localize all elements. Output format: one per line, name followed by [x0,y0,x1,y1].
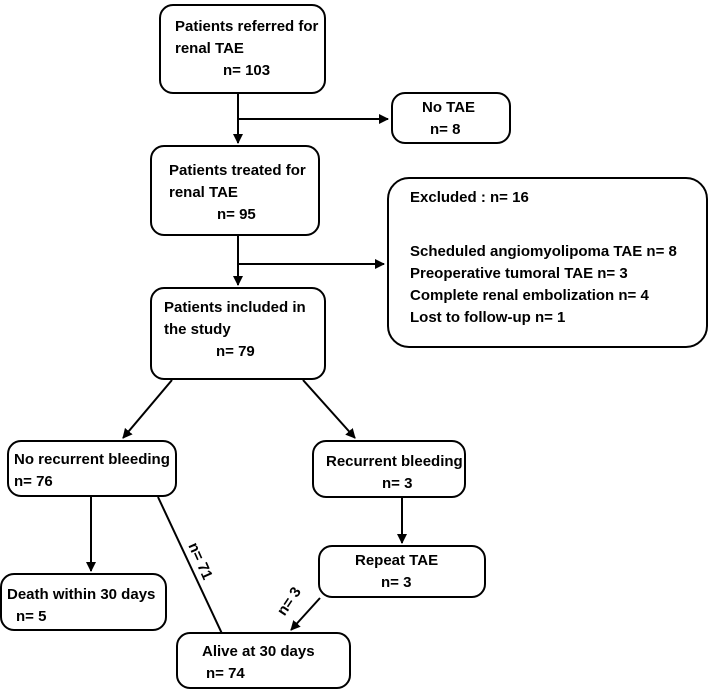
box-alive-at-30-days: Alive at 30 days n= 74 [176,632,351,689]
label: No recurrent bleeding [14,451,170,468]
box-repeat-tae: Repeat TAE n= 3 [318,545,486,598]
label: renal TAE [169,184,238,201]
edge-label-n3: n= 3 [274,584,305,619]
box-excluded: Excluded : n= 16 Scheduled angiomyolipom… [387,177,708,348]
label: Alive at 30 days [202,643,315,660]
excluded-title: Excluded : n= 16 [410,189,529,206]
label: Patients included in [164,299,306,316]
arrow-included-to-recurrent [302,379,356,439]
count: n= 8 [430,121,461,138]
count: n= 3 [382,475,413,492]
count: n= 79 [216,343,255,360]
label: renal TAE [175,40,244,57]
excluded-item: Scheduled angiomyolipoma TAE n= 8 [410,243,677,260]
excluded-item: Lost to follow-up n= 1 [410,309,566,326]
count: n= 95 [217,206,256,223]
box-no-tae: No TAE n= 8 [391,92,511,144]
arrow-no-recurrent-to-alive [157,496,233,656]
excluded-list: Scheduled angiomyolipoma TAE n= 8 Preope… [410,241,706,329]
label: Patients treated for [169,162,306,179]
excluded-item: Complete renal embolization n= 4 [410,287,649,304]
arrow-repeat-to-alive [290,597,321,631]
label: Patients referred for [175,18,319,35]
box-no-recurrent-bleeding: No recurrent bleeding n= 76 [7,440,177,497]
label: Death within 30 days [7,586,156,603]
count: n= 76 [14,473,53,490]
label: Repeat TAE [355,552,439,569]
count: n= 103 [223,62,271,79]
label: the study [164,321,231,338]
box-patients-treated: Patients treated for renal TAE n= 95 [150,145,320,236]
label: No TAE [422,99,476,116]
label: Recurrent bleeding [326,453,463,470]
arrow-included-to-no-recurrent [122,379,173,439]
excluded-item: Preoperative tumoral TAE n= 3 [410,265,628,282]
box-patients-included: Patients included in the study n= 79 [150,287,326,380]
box-recurrent-bleeding: Recurrent bleeding n= 3 [312,440,466,498]
count: n= 74 [206,665,245,682]
count: n= 3 [381,574,412,591]
count: n= 5 [16,608,47,625]
box-patients-referred: Patients referred for renal TAE n= 103 [159,4,326,94]
box-death-within-30-days: Death within 30 days n= 5 [0,573,167,631]
